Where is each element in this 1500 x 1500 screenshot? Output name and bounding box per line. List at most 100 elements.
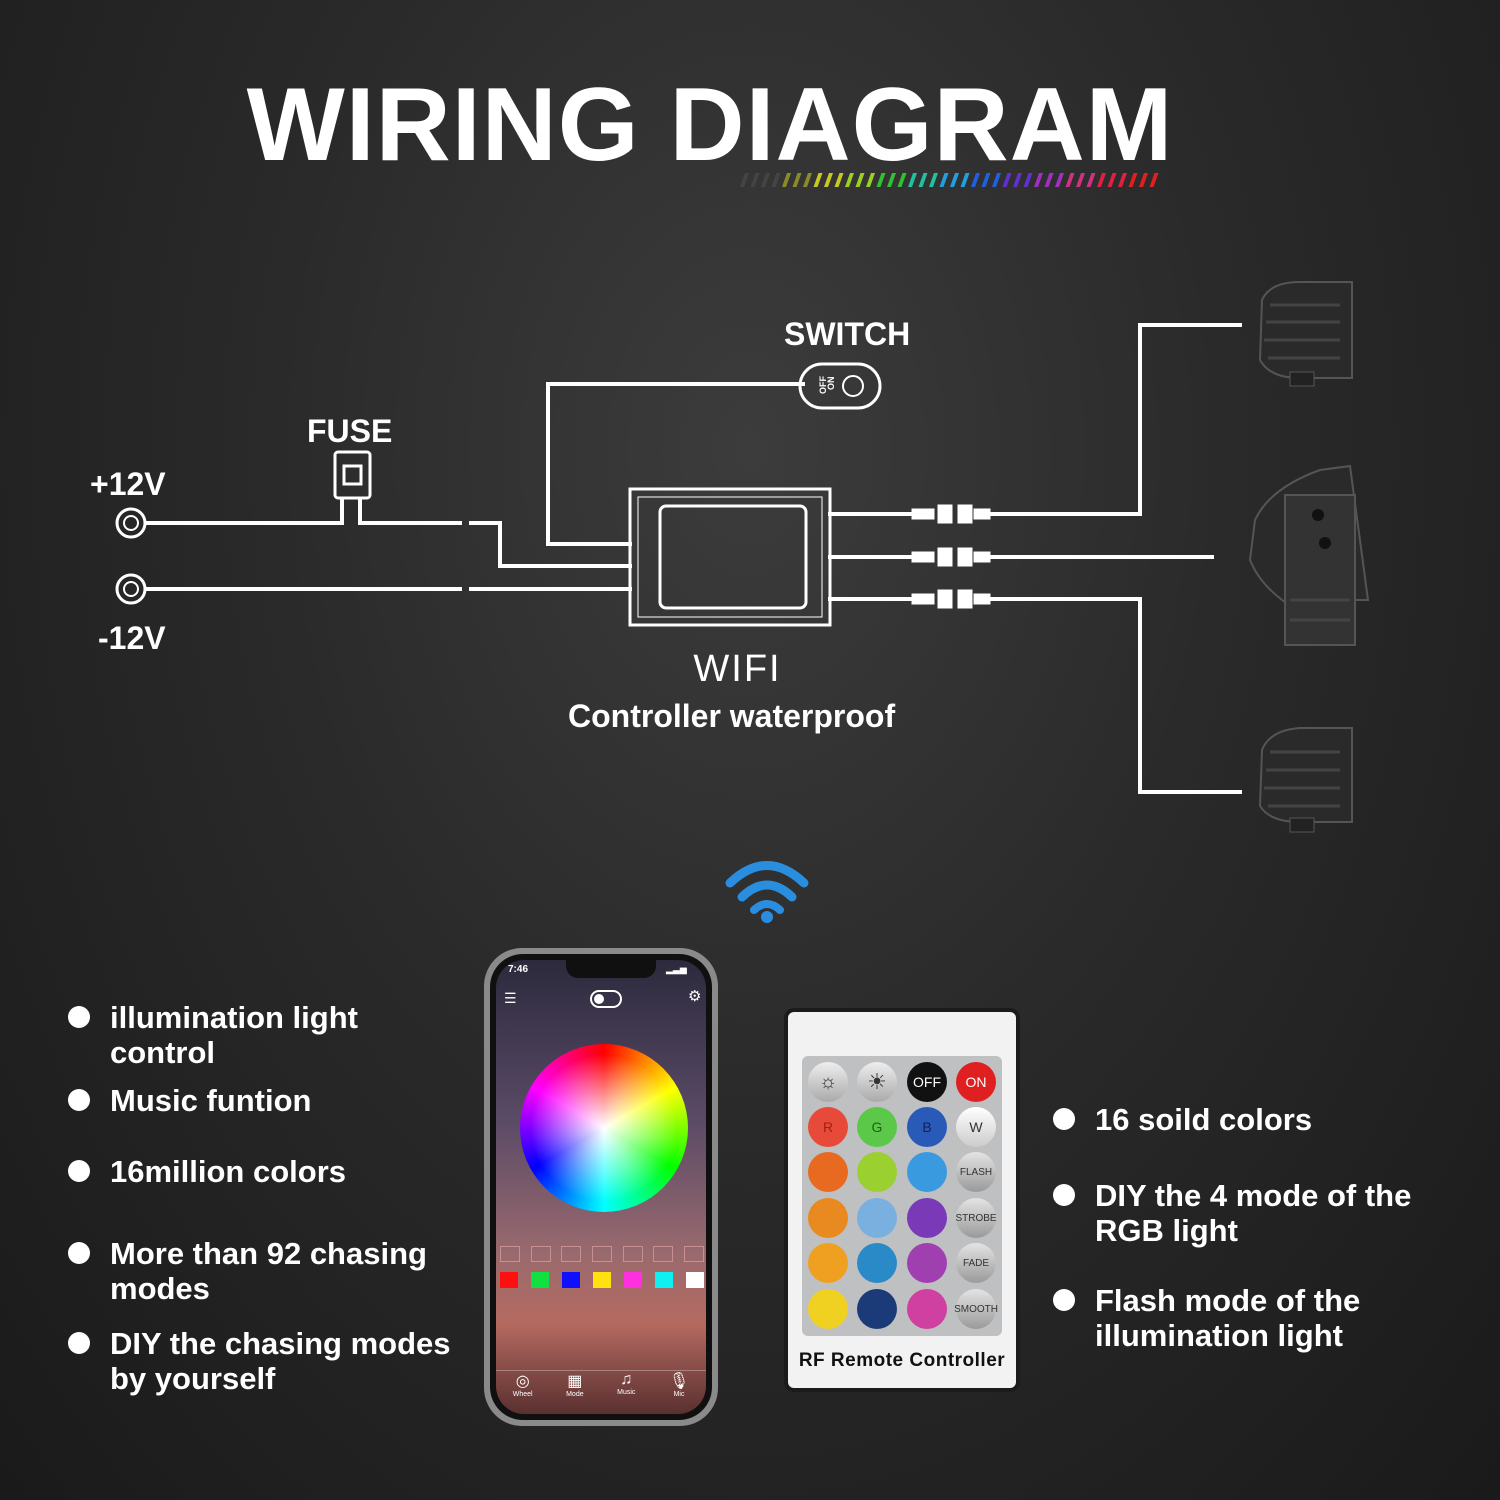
on-button[interactable]: ON	[956, 1062, 996, 1102]
swatch-yellow[interactable]	[593, 1272, 611, 1288]
bullet-dot	[68, 1332, 90, 1354]
strobe-button[interactable]: STROBE	[955, 1198, 997, 1238]
negative-terminal	[115, 573, 147, 605]
swatch-magenta[interactable]	[624, 1272, 642, 1288]
green-button[interactable]: G	[857, 1107, 897, 1147]
accent-stripe	[782, 173, 791, 187]
color-button[interactable]	[857, 1243, 897, 1283]
accent-stripe	[761, 173, 770, 187]
color-button[interactable]	[808, 1152, 848, 1192]
accent-stripe	[1107, 173, 1117, 187]
feature-line: 16million colors	[110, 1154, 347, 1189]
color-button[interactable]	[857, 1198, 897, 1238]
flash-button[interactable]: FLASH	[956, 1152, 996, 1192]
color-button[interactable]	[808, 1289, 848, 1329]
color-wheel[interactable]	[520, 1044, 688, 1212]
switch-label: SWITCH	[784, 316, 911, 352]
fuse-label: FUSE	[307, 413, 393, 449]
color-button[interactable]	[907, 1152, 947, 1192]
accent-stripe	[939, 173, 949, 187]
brightness-up-button[interactable]: ☀	[857, 1062, 897, 1102]
light-pod-bottom	[1258, 727, 1353, 833]
switch-on-text: ON	[826, 377, 836, 391]
settings-gear-icon[interactable]: ⚙	[688, 988, 702, 1005]
feature-line: Music funtion	[110, 1083, 312, 1118]
accent-stripe	[1002, 173, 1012, 187]
smooth-button[interactable]: SMOOTH	[954, 1289, 998, 1329]
light-pod-top	[1258, 281, 1353, 387]
accent-stripe	[981, 173, 991, 187]
power-toggle[interactable]	[590, 990, 622, 1008]
connectors	[911, 504, 991, 609]
feature-line: illumination light	[1095, 1318, 1343, 1353]
rf-remote-controller: ☼ ☀ OFF ON R G B W FLASH STROBE FADE SMO…	[788, 1012, 1016, 1388]
swatch-cyan[interactable]	[655, 1272, 673, 1288]
color-button[interactable]	[907, 1198, 947, 1238]
accent-stripe	[929, 173, 938, 187]
feature-line: modes	[110, 1271, 210, 1306]
smartphone: 7:46 ▂▃▅ ☰ ⚙ ◎Wheel ▦Mode	[484, 948, 718, 1426]
phone-notch	[566, 960, 656, 978]
phone-bezel: 7:46 ▂▃▅ ☰ ⚙ ◎Wheel ▦Mode	[490, 954, 712, 1420]
accent-stripe	[1118, 173, 1127, 187]
wifi-icon	[725, 861, 809, 923]
phone-screen: 7:46 ▂▃▅ ☰ ⚙ ◎Wheel ▦Mode	[496, 960, 706, 1414]
tab-wheel[interactable]: ◎Wheel	[512, 1373, 533, 1398]
color-button[interactable]	[808, 1243, 848, 1283]
accent-stripe	[1086, 173, 1096, 187]
accent-stripe	[1076, 173, 1085, 187]
accent-stripe	[1097, 173, 1106, 187]
tab-mode[interactable]: ▦Mode	[566, 1373, 584, 1398]
accent-stripe	[971, 173, 980, 187]
tab-music[interactable]: ♫Music	[617, 1371, 636, 1396]
color-button[interactable]	[907, 1243, 947, 1283]
accent-stripe	[1034, 173, 1043, 187]
feature-line: by yourself	[110, 1361, 276, 1396]
accent-stripe	[845, 173, 854, 187]
wires	[145, 323, 1242, 794]
status-icons: ▂▃▅	[666, 964, 687, 974]
positive-voltage-label: +12V	[90, 466, 166, 502]
accent-stripe	[1044, 173, 1054, 187]
bullet-dot	[1053, 1184, 1075, 1206]
page-title: WIRING DIAGRAM	[246, 67, 1174, 183]
brightness-down-button[interactable]: ☼	[808, 1062, 848, 1102]
fade-button[interactable]: FADE	[956, 1243, 996, 1283]
menu-icon[interactable]: ☰	[504, 990, 517, 1006]
accent-stripe	[1128, 173, 1138, 187]
color-button[interactable]	[857, 1152, 897, 1192]
accent-stripe	[918, 173, 928, 187]
off-button[interactable]: OFF	[907, 1062, 947, 1102]
accent-stripe	[813, 173, 823, 187]
swatch-white[interactable]	[686, 1272, 704, 1288]
swatch-green[interactable]	[531, 1272, 549, 1288]
color-button[interactable]	[808, 1198, 848, 1238]
red-button[interactable]: R	[808, 1107, 848, 1147]
feature-line: RGB light	[1095, 1213, 1238, 1248]
blue-button[interactable]: B	[907, 1107, 947, 1147]
controller-label: Controller waterproof	[568, 698, 896, 734]
accent-stripe	[740, 173, 749, 187]
accent-stripe	[950, 173, 959, 187]
bullet-dot	[1053, 1108, 1075, 1130]
accent-stripe	[992, 173, 1001, 187]
feature-line: More than 92 chasing	[110, 1236, 427, 1271]
accent-stripe	[897, 173, 907, 187]
swatch-red[interactable]	[500, 1272, 518, 1288]
swatch-blue[interactable]	[562, 1272, 580, 1288]
connector-1	[911, 504, 991, 524]
accent-stripe	[771, 173, 781, 187]
white-button[interactable]: W	[956, 1107, 996, 1147]
color-button[interactable]	[857, 1289, 897, 1329]
accent-stripe	[1139, 173, 1148, 187]
tab-mic[interactable]: 🎙Mic	[668, 1373, 690, 1398]
bullet-dot	[68, 1160, 90, 1182]
accent-stripe	[876, 173, 886, 187]
color-button[interactable]	[907, 1289, 947, 1329]
bullet-dot	[1053, 1289, 1075, 1311]
